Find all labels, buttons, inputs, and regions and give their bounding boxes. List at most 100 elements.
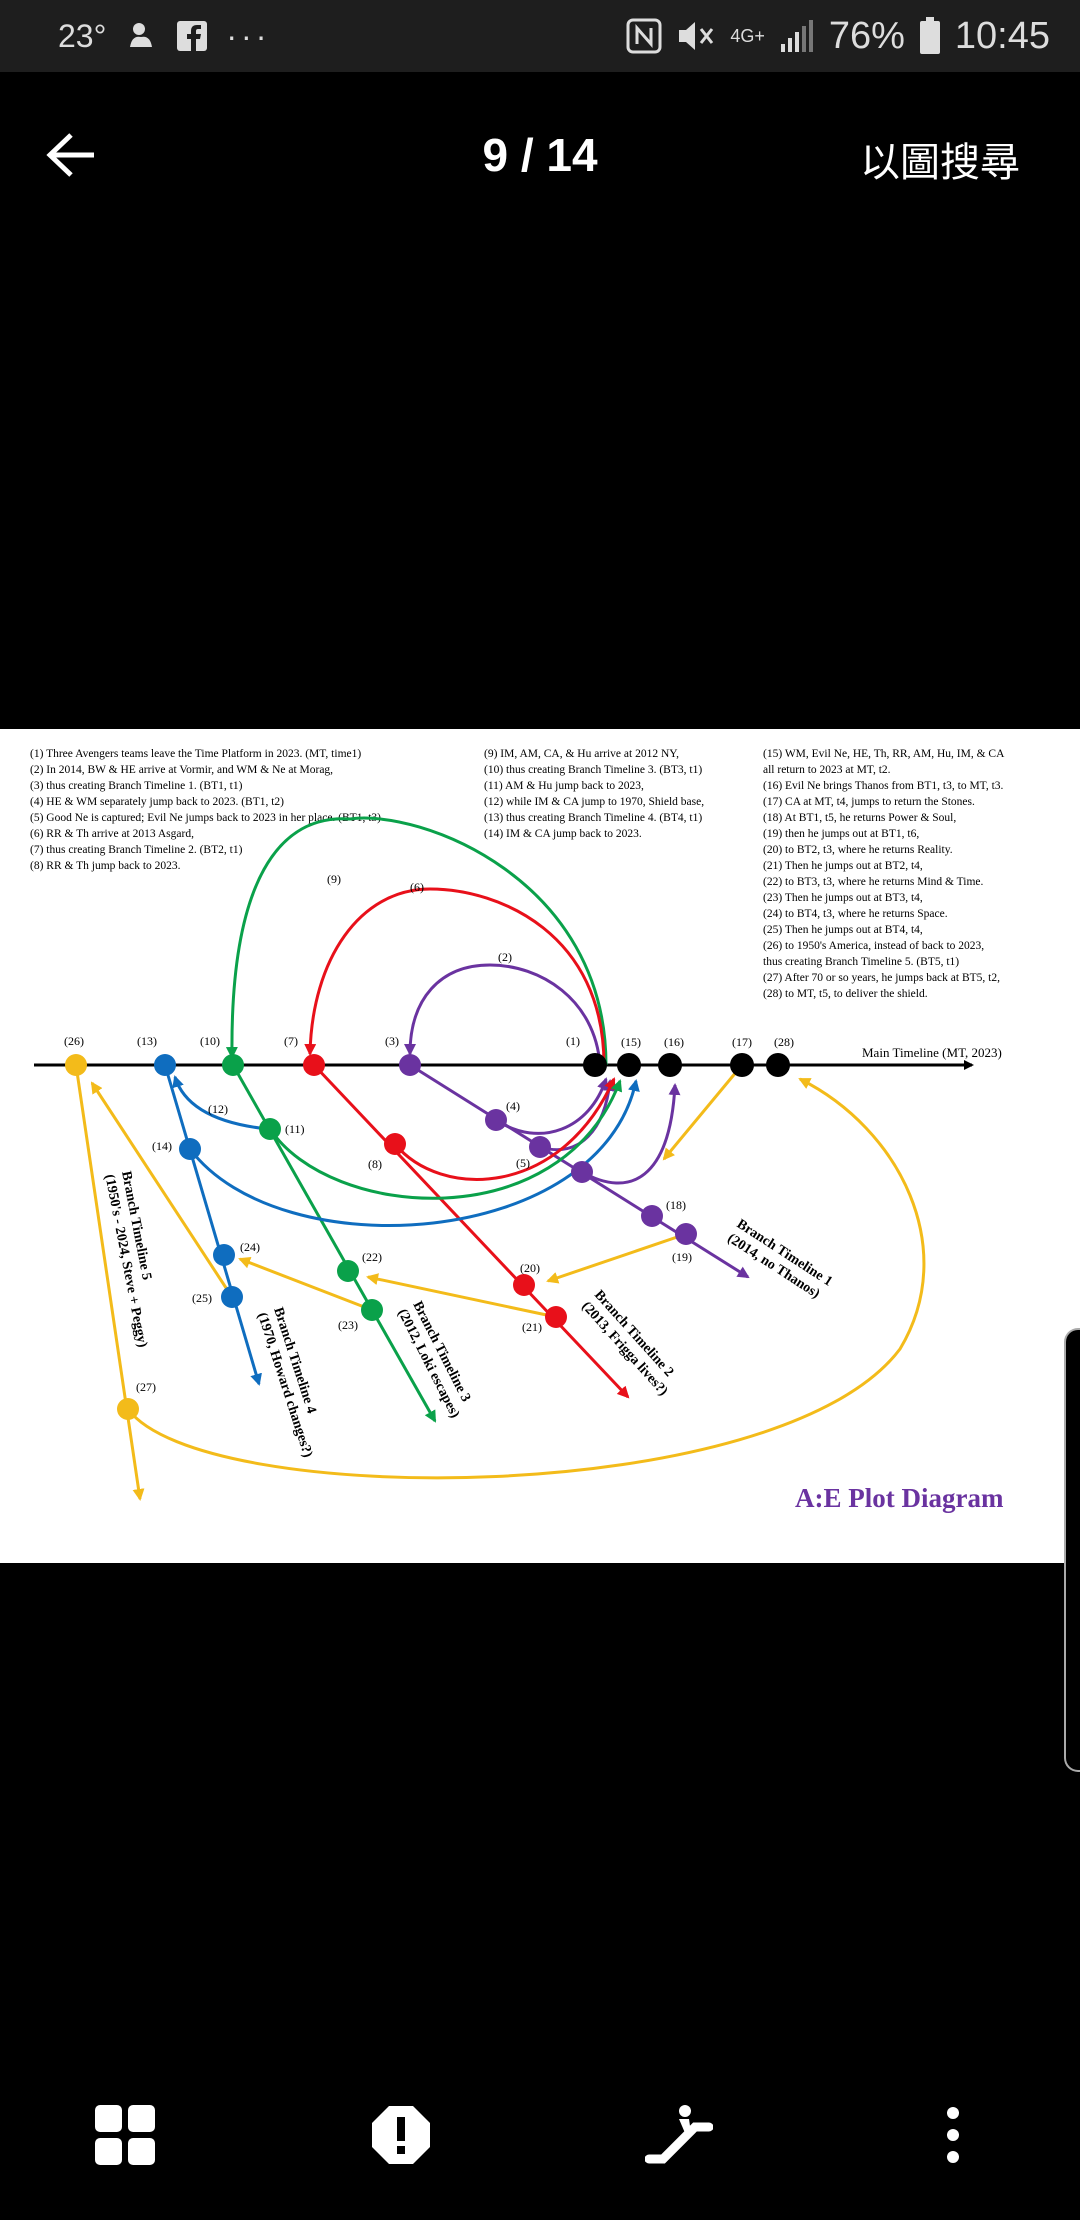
note-line: (20) to BT2, t3, where he returns Realit…	[763, 844, 953, 856]
network-type: 4G+	[730, 26, 765, 46]
notes-column-2: (9) IM, AM, CA, & Hu arrive at 2012 NY, (…	[484, 748, 704, 840]
arrow-17	[662, 1064, 744, 1161]
scroll-handle[interactable]	[1064, 1328, 1080, 1772]
escalator-icon[interactable]	[644, 2100, 714, 2170]
point-label: (2)	[498, 950, 512, 964]
weather-icon	[130, 23, 153, 47]
note-line: (19) then he jumps out at BT1, t6,	[763, 828, 919, 840]
image-viewer[interactable]: (1) Three Avengers teams leave the Time …	[0, 729, 1080, 1563]
point-label: (4)	[506, 1099, 520, 1113]
note-line: (8) RR & Th jump back to 2023.	[30, 860, 181, 872]
arc-9	[225, 816, 608, 1066]
bt5-line	[74, 1064, 145, 1501]
note-line: (11) AM & Hu jump back to 2023,	[484, 780, 644, 792]
point-label: (11)	[285, 1122, 305, 1136]
facebook-icon	[177, 21, 208, 51]
report-icon[interactable]	[366, 2100, 436, 2170]
note-line: (14) IM & CA jump back to 2023.	[484, 828, 642, 840]
grid-icon[interactable]	[90, 2100, 160, 2170]
note-line: (7) thus creating Branch Timeline 2. (BT…	[30, 844, 243, 856]
note-line: all return to 2023 at MT, t2.	[763, 764, 891, 776]
bt3-arrow-12	[172, 1075, 269, 1131]
image-counter: 9 / 14	[482, 129, 598, 181]
point-label: (27)	[136, 1380, 156, 1394]
point-label: (14)	[152, 1139, 172, 1153]
battery-percent: 76%	[828, 14, 905, 57]
arrow-21	[366, 1273, 557, 1319]
point-label: (1)	[566, 1034, 580, 1048]
clock: 10:45	[954, 14, 1050, 57]
bt1-label: Branch Timeline 1 (2014, no Thanos)	[725, 1217, 835, 1302]
note-line: (28) to MT, t5, to deliver the shield.	[763, 988, 928, 1000]
bottom-toolbar	[0, 2080, 1080, 2190]
point-label: (25)	[192, 1291, 212, 1305]
point-label: (16)	[664, 1035, 684, 1049]
search-by-image-button[interactable]: 以圖搜尋	[860, 141, 1020, 185]
bt2-label: Branch Timeline 2 (2013, Frigga lives?)	[578, 1288, 676, 1400]
point-label: (18)	[666, 1198, 686, 1212]
branch-points	[117, 1109, 697, 1420]
note-line: (25) Then he jumps out at BT4, t4,	[763, 924, 923, 936]
bt3-line	[231, 1064, 437, 1423]
note-line: (22) to BT3, t3, where he returns Mind &…	[763, 876, 984, 888]
nfc-icon	[626, 18, 662, 54]
note-line: (16) Evil Ne brings Thanos from BT1, t3,…	[763, 780, 1004, 792]
note-line: (27) After 70 or so years, he jumps back…	[763, 972, 1000, 984]
point-label: (7)	[284, 1034, 298, 1048]
note-line: thus creating Branch Timeline 5. (BT5, t…	[763, 956, 959, 968]
bt2-return-8	[393, 1077, 616, 1181]
note-line: (13) thus creating Branch Timeline 4. (B…	[484, 812, 702, 824]
plot-diagram: (1) Three Avengers teams leave the Time …	[30, 748, 1005, 1513]
bt2-line	[312, 1063, 630, 1399]
note-line: (12) while IM & CA jump to 1970, Shield …	[484, 796, 704, 808]
main-points	[65, 1053, 790, 1077]
bt4-label: Branch Timeline 4 (1970, Howard changes?…	[254, 1306, 319, 1460]
more-vert-icon[interactable]	[918, 2100, 988, 2170]
point-label: (21)	[522, 1320, 542, 1334]
bt4-line	[163, 1064, 262, 1386]
note-line: (17) CA at MT, t4, jumps to return the S…	[763, 796, 975, 808]
point-label: (6)	[410, 880, 424, 894]
note-line: (2) In 2014, BW & HE arrive at Vormir, a…	[30, 764, 333, 776]
point-label: (10)	[200, 1034, 220, 1048]
status-bar: 23° ··· 4G+ 76% 10:45	[0, 0, 1080, 72]
bt5-label: Branch Timeline 5 (1950's - 2024, Steve …	[101, 1170, 154, 1349]
note-line: (15) WM, Evil Ne, HE, Th, RR, AM, Hu, IM…	[763, 748, 1005, 760]
arrow-27	[126, 1077, 926, 1480]
point-label: (26)	[64, 1034, 84, 1048]
arc-6	[304, 887, 606, 1066]
note-line: (21) Then he jumps out at BT2, t4,	[763, 860, 923, 872]
mute-icon	[679, 22, 714, 50]
arc-2	[404, 963, 602, 1066]
point-label: (22)	[362, 1250, 382, 1264]
arrow-19	[546, 1232, 687, 1284]
note-line: (1) Three Avengers teams leave the Time …	[30, 748, 361, 760]
bt1-return-16	[581, 1083, 681, 1185]
point-label: (24)	[240, 1240, 260, 1254]
temperature-text: 23°	[58, 17, 107, 54]
back-arrow-icon[interactable]	[44, 130, 98, 180]
bt1-return-4	[495, 1077, 609, 1135]
point-label: (9)	[327, 872, 341, 886]
point-label: (17)	[732, 1035, 752, 1049]
main-timeline-label: Main Timeline (MT, 2023)	[862, 1045, 1002, 1060]
notes-column-3: (15) WM, Evil Ne, HE, Th, RR, AM, Hu, IM…	[763, 748, 1005, 1000]
point-label: (8)	[368, 1157, 382, 1171]
note-line: (23) Then he jumps out at BT3, t4,	[763, 892, 923, 904]
note-line: (10) thus creating Branch Timeline 3. (B…	[484, 764, 702, 776]
note-line: (24) to BT4, t3, where he returns Space.	[763, 908, 948, 920]
note-line: (5) Good Ne is captured; Evil Ne jumps b…	[30, 812, 381, 824]
point-label: (19)	[672, 1250, 692, 1264]
note-line: (18) At BT1, t5, he returns Power & Soul…	[763, 812, 956, 824]
signal-icon	[780, 20, 813, 52]
point-label: (23)	[338, 1318, 358, 1332]
note-line: (6) RR & Th arrive at 2013 Asgard,	[30, 828, 194, 840]
bt3-label: Branch Timeline 3 (2012, Loki escapes)	[394, 1299, 473, 1421]
note-line: (9) IM, AM, CA, & Hu arrive at 2012 NY,	[484, 748, 679, 760]
arrow-25	[90, 1081, 234, 1298]
note-line: (26) to 1950's America, instead of back …	[763, 940, 984, 952]
bt3-return-11	[268, 1079, 623, 1200]
more-notifications-icon: ···	[226, 17, 271, 54]
point-label: (13)	[137, 1034, 157, 1048]
point-label: (20)	[520, 1261, 540, 1275]
